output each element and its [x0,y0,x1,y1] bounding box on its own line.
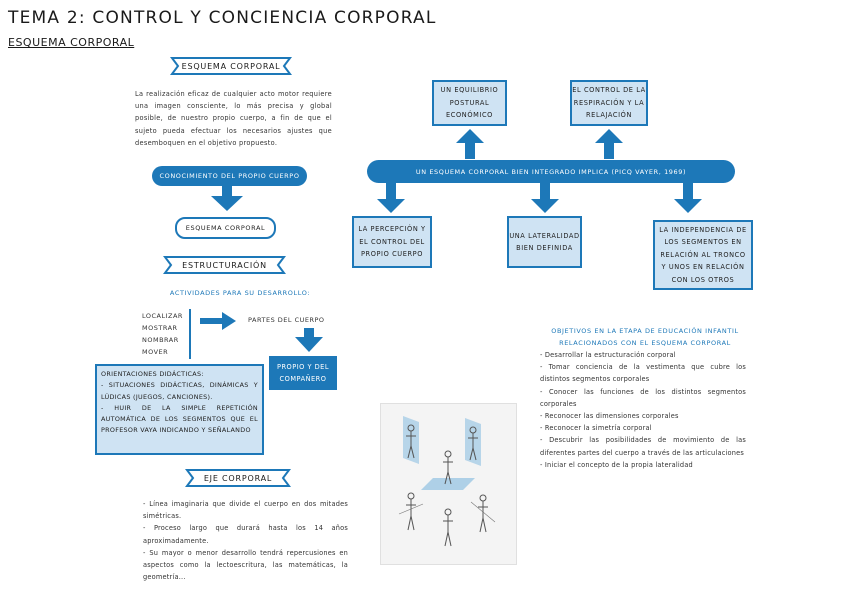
propio-box: PROPIO Y DEL COMPAÑERO [269,356,337,390]
verb-item: NOMBRAR [142,336,179,344]
orientaciones-title: ORIENTACIONES DIDÁCTICAS: [101,370,204,378]
partes-label: PARTES DEL CUERPO [248,316,325,324]
respiracion-box: EL CONTROL DE LA RESPIRACIÓN Y LA RELAJA… [570,80,648,126]
eje-item: Su mayor o menor desarrollo tendrá reper… [143,547,348,584]
arrow-down-icon [295,328,323,352]
objetivo-item: Iniciar el concepto de la propia lateral… [540,459,746,471]
independencia-box: LA INDEPENDENCIA DE LOS SEGMENTOS EN REL… [653,220,753,290]
arrow-up-icon [595,129,623,159]
eje-item: Línea imaginaria que divide el cuerpo en… [143,498,348,522]
objetivos-list: Desarrollar la estructuración corporal T… [540,349,746,471]
banner-ribbon-icon [163,256,286,274]
estructuracion-banner: ESTRUCTURACIÓN [163,255,286,275]
equilibrio-box: UN EQUILIBRIO POSTURAL ECONÓMICO [432,80,507,126]
objetivo-item: Reconocer las dimensiones corporales [540,410,746,422]
verb-item: MOVER [142,348,169,356]
banner-ribbon-icon [185,469,291,487]
objetivo-item: Desarrollar la estructuración corporal [540,349,746,361]
page-title: TEMA 2: CONTROL Y CONCIENCIA CORPORAL [8,8,437,28]
esquema-banner-label: ESQUEMA CORPORAL [181,61,281,71]
objetivos-title: OBJETIVOS EN LA ETAPA DE EDUCACIÓN INFAN… [551,327,739,347]
eje-list: Línea imaginaria que divide el cuerpo en… [143,498,348,583]
body-planes-image [398,416,496,547]
verbs-divider [189,309,191,359]
arrow-down-icon [211,186,243,211]
eje-banner: EJE CORPORAL [185,468,291,488]
objetivo-item: Descubrir las posibilidades de movimient… [540,434,746,458]
estructuracion-banner-label: ESTRUCTURACIÓN [182,260,267,270]
orientaciones-box: ORIENTACIONES DIDÁCTICAS: - SITUACIONES … [95,364,264,455]
verb-item: MOSTRAR [142,324,178,332]
body-planes-illustration [380,403,517,565]
esquema-banner: ESQUEMA CORPORAL [170,56,292,76]
page-subtitle: ESQUEMA CORPORAL [8,36,135,49]
verb-item: LOCALIZAR [142,312,183,320]
objetivo-item: Reconocer la simetría corporal [540,422,746,434]
main-bar: UN ESQUEMA CORPORAL BIEN INTEGRADO IMPLI… [367,160,735,183]
verbs-list: LOCALIZAR MOSTRAR NOMBRAR MOVER [142,310,183,358]
lateralidad-box: UNA LATERALIDAD BIEN DEFINIDA [507,216,582,268]
actividades-label: ACTIVIDADES PARA SU DESARROLLO: [169,289,311,297]
eje-item: Proceso largo que durará hasta los 14 añ… [143,522,348,546]
arrow-down-icon [377,183,405,213]
intro-paragraph: La realización eficaz de cualquier acto … [135,90,332,147]
percepcion-box: LA PERCEPCIÓN Y EL CONTROL DEL PROPIO CU… [352,216,432,268]
arrow-down-icon [674,183,702,213]
arrow-right-icon [200,312,236,330]
arrow-up-icon [456,129,484,159]
banner-ribbon-icon [170,57,292,75]
esquema-pill: ESQUEMA CORPORAL [175,217,276,239]
orientaciones-item: - SITUACIONES DIDÁCTICAS, DINÁMICAS Y LÚ… [101,381,258,401]
eje-banner-label: EJE CORPORAL [203,473,273,483]
arrow-down-icon [531,183,559,213]
conocimiento-pill: CONOCIMIENTO DEL PROPIO CUERPO [152,166,307,186]
objetivo-item: Conocer las funciones de los distintos s… [540,386,746,410]
objetivo-item: Tomar conciencia de la vestimenta que cu… [540,361,746,385]
orientaciones-item: - HUIR DE LA SIMPLE REPETICIÓN AUTOMÁTIC… [101,403,258,435]
